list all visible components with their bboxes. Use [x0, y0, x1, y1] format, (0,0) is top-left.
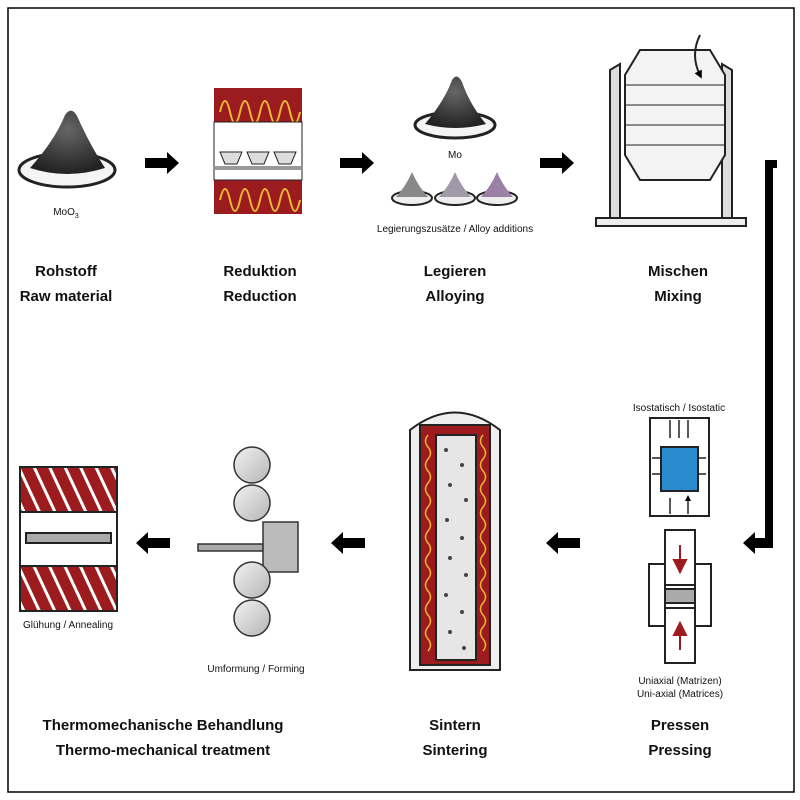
arrow-right-icon — [145, 152, 179, 174]
uniaxial-caption-en: Uni-axial (Matrices) — [637, 689, 723, 700]
uniaxial-press-illustration — [648, 529, 712, 664]
step-label-de: Sintern — [429, 717, 481, 734]
raw-material-illustration — [17, 110, 117, 189]
step-label-de: Pressen — [651, 717, 709, 734]
alloying-illustration — [391, 76, 518, 206]
step-label-en: Reduction — [223, 288, 296, 305]
step-label-de: Mischen — [648, 263, 708, 280]
step-label-de: Rohstoff — [35, 263, 98, 280]
step-label-en: Thermo-mechanical treatment — [56, 742, 270, 759]
flow-arrows — [136, 152, 777, 554]
sintering-furnace-illustration — [409, 411, 501, 671]
connector-arrow-icon — [743, 163, 773, 554]
step-label-de: Legieren — [424, 263, 487, 280]
arrow-right-icon — [340, 152, 374, 174]
isostatic-caption: Isostatisch / Isostatic — [633, 403, 725, 414]
isostatic-press-illustration — [649, 417, 710, 517]
reduction-furnace-illustration — [213, 88, 303, 214]
mixer-drum-illustration — [595, 34, 747, 227]
step-label-de: Thermomechanische Behandlung — [43, 717, 284, 734]
forming-caption: Umformung / Forming — [207, 664, 304, 675]
raw-material-caption: MoO3 — [53, 207, 79, 220]
annealing-furnace-illustration — [19, 466, 118, 612]
step-label-en: Pressing — [648, 742, 711, 759]
arrow-left-icon — [136, 532, 170, 554]
step-label-de: Reduktion — [223, 263, 296, 280]
frame — [7, 7, 795, 793]
arrow-left-icon — [331, 532, 365, 554]
molybdenum-caption: Mo — [448, 150, 462, 161]
arrow-left-icon — [546, 532, 580, 554]
uniaxial-caption-de: Uniaxial (Matrizen) — [638, 676, 721, 687]
step-label-en: Mixing — [654, 288, 702, 305]
rolling-mill-illustration — [197, 446, 299, 637]
arrow-right-icon — [540, 152, 574, 174]
alloy-additions-caption: Legierungszusätze / Alloy additions — [377, 224, 533, 235]
step-label-en: Alloying — [425, 288, 484, 305]
annealing-caption: Glühung / Annealing — [23, 620, 113, 631]
step-label-en: Raw material — [20, 288, 113, 305]
step-label-en: Sintering — [422, 742, 487, 759]
